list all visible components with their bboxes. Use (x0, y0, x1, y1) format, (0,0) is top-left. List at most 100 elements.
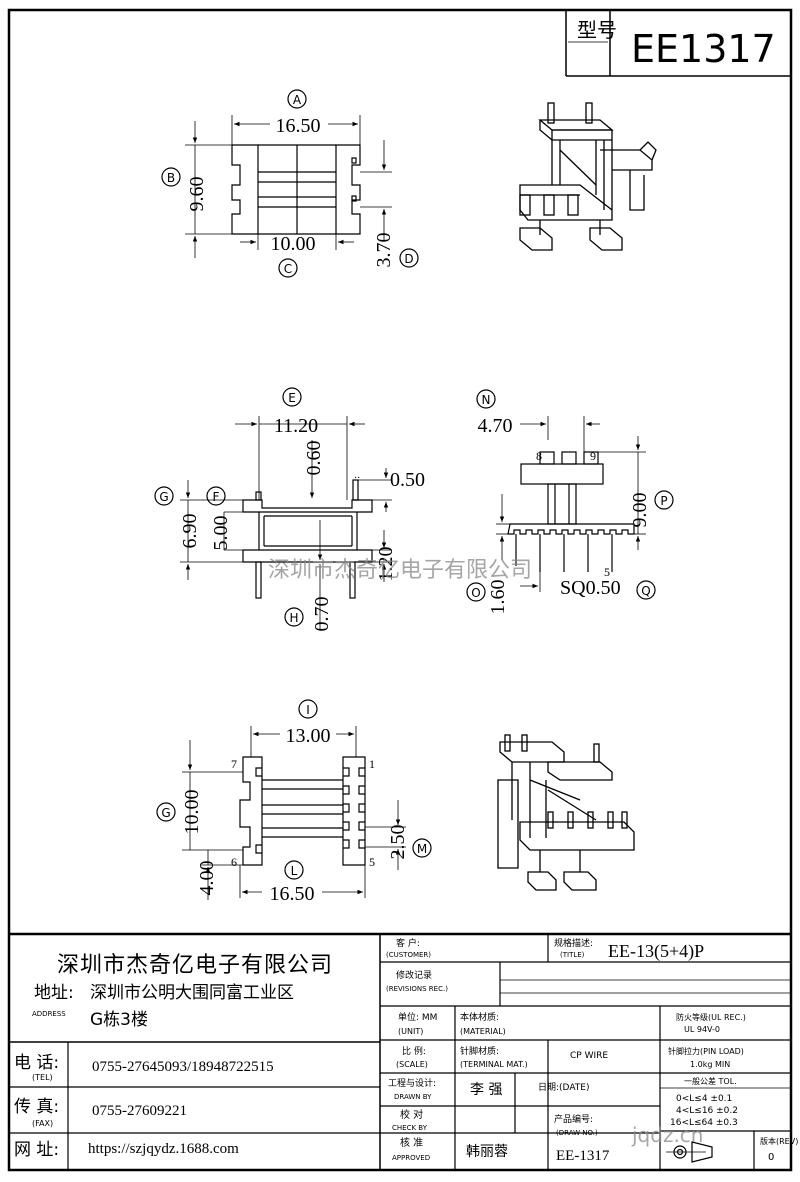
label-m: M (417, 842, 427, 856)
tol-label: 一般公差 TOL. (684, 1076, 737, 1086)
dim-h-value: 0.70 (311, 597, 333, 632)
check-label: 校 对 (400, 1108, 423, 1121)
dim-i1-value: 1.20 (375, 547, 397, 582)
label-i: I (306, 703, 310, 717)
iso-view-2 (497, 734, 635, 891)
pin-9: 9 (590, 449, 596, 463)
approve-label-en: APPROVED (392, 1154, 430, 1162)
scale-label: 比 例: (402, 1045, 426, 1057)
dim-f-value: 5.00 (210, 516, 232, 551)
address-label-en: ADDRESS (32, 1010, 66, 1018)
drawn-label-en: DRAWN BY (394, 1093, 432, 1101)
fax-label-en: (FAX) (32, 1119, 53, 1128)
model-box: 型号 EE1317 (565, 10, 791, 77)
dim-o-value: 1.60 (487, 580, 509, 615)
dim-c-value: 10.00 (271, 233, 316, 255)
customer-label: 客 户: (396, 937, 420, 949)
dim-g2-value: 10.00 (181, 790, 203, 835)
drawn-value: 李 强 (470, 1082, 502, 1098)
address-line-1: 深圳市公明大围同富工业区 (90, 983, 294, 1003)
label-h: H (289, 611, 298, 625)
draw-no-value: EE-1317 (556, 1148, 610, 1164)
label-a: A (293, 93, 302, 107)
tel-label: 电 话: (14, 1053, 59, 1073)
dim-l-value: 16.50 (270, 883, 315, 905)
web-label: 网 址: (14, 1140, 59, 1160)
dim-lb-value: 4.00 (196, 861, 218, 896)
date-label: 日期:(DATE) (538, 1082, 589, 1093)
view-bottom: 7 6 1 5 13.00 I 10.00 G 4.00 16.50 L (156, 699, 432, 905)
pin-7: 7 (231, 757, 237, 771)
ul-label: 防火等级(UL REC.) (676, 1012, 746, 1022)
product-no-label-en: (DRAW NO.) (556, 1129, 598, 1137)
label-b: B (167, 171, 175, 185)
dim-p-value: 9.00 (629, 493, 651, 528)
fax-value: 0755-27609221 (92, 1103, 187, 1119)
dim-b-value: 9.60 (186, 177, 208, 212)
label-o: O (471, 586, 480, 600)
view-top: 16.50 A 9.60 B 10.00 C 3.70 D (161, 89, 419, 278)
tol-line-1: 0<L≤4 ±0.1 (676, 1094, 732, 1104)
svg-text:..: .. (354, 470, 360, 481)
pin-1: 1 (369, 757, 375, 771)
label-e: E (288, 391, 296, 405)
title-block: 深圳市杰奇亿电子有限公司 地址: ADDRESS 深圳市公明大围同富工业区 G栋… (9, 932, 798, 1170)
material-label: 本体材质: (460, 1011, 499, 1023)
dim-e-value: 11.20 (274, 415, 318, 437)
dim-m-value: 2.50 (387, 825, 409, 860)
scale-label-en: (SCALE) (396, 1060, 428, 1069)
label-d: D (404, 252, 413, 266)
customer-label-en: (CUSTOMER) (386, 951, 431, 959)
unit-label-en: (UNIT) (398, 1027, 423, 1036)
unit-label: 单位: MM (398, 1011, 437, 1023)
web-value: https://szjqydz.1688.com (88, 1141, 239, 1157)
check-label-en: CHECK BY (392, 1124, 428, 1132)
dim-a-value: 16.50 (276, 115, 321, 137)
dim-n-value: 4.70 (478, 415, 513, 437)
model-value: EE1317 (631, 27, 776, 71)
title-value: EE-13(5+4)P (608, 941, 704, 962)
revisions-label: 修改记录 (396, 969, 432, 981)
view-side: 11.20 E 0.60 .. 0.50 6.90 G 5.00 F 1.20 (154, 387, 425, 632)
label-c: C (284, 262, 292, 276)
iso-view-1 (519, 102, 657, 251)
dim-g-value: 6.90 (179, 514, 201, 549)
pinload-label: 针脚拉力(PIN LOAD) (668, 1046, 744, 1056)
pin-5: 5 (604, 565, 610, 579)
material-label-en: (MATERIAL) (460, 1027, 506, 1036)
label-q: Q (641, 584, 650, 598)
label-p: P (660, 494, 667, 508)
pin-8: 8 (536, 449, 542, 463)
dim-e2-value: 0.60 (303, 441, 325, 476)
tel-label-en: (TEL) (32, 1073, 53, 1082)
label-g: G (159, 490, 168, 504)
pin-6: 6 (231, 855, 237, 869)
address-label: 地址: (34, 983, 74, 1003)
sheet-border (7, 8, 793, 1172)
drawn-label: 工程与设计: (388, 1077, 436, 1089)
model-label: 型号 (577, 18, 617, 42)
dim-i-value: 13.00 (286, 725, 331, 747)
title-label: 规格描述: (554, 937, 593, 949)
rev-value: 0 (768, 1152, 774, 1163)
title-label-en: (TITLE) (560, 951, 585, 959)
terminal-value: CP WIRE (570, 1051, 608, 1061)
label-f: F (213, 490, 220, 504)
dim-e3-value: 0.50 (390, 469, 425, 491)
fax-label: 传 真: (14, 1097, 59, 1117)
product-no-label: 产品编号: (554, 1113, 593, 1125)
label-l: L (291, 864, 298, 878)
company-name: 深圳市杰奇亿电子有限公司 (57, 953, 333, 978)
watermark: 深圳市杰奇亿电子有限公司 (268, 558, 532, 583)
rev-label: 版本(REV) (760, 1136, 798, 1146)
pin-5b: 5 (369, 855, 375, 869)
pinload-value: 1.0kg MIN (690, 1060, 730, 1069)
view-end: 8 9 5 4.70 N 9.00 P 1.60 O SQ0.50 Q (466, 389, 674, 615)
tel-value: 0755-27645093/18948722515 (92, 1059, 274, 1075)
tol-line-3: 16<L≤64 ±0.3 (670, 1118, 738, 1128)
terminal-label: 针脚材质: (460, 1045, 499, 1057)
ul-value: UL 94V-0 (684, 1025, 720, 1034)
terminal-label-en: (TERMINAL MAT.) (460, 1060, 528, 1069)
dim-d-value: 3.70 (373, 233, 395, 268)
revisions-label-en: (REVISIONS REC.) (386, 985, 448, 993)
